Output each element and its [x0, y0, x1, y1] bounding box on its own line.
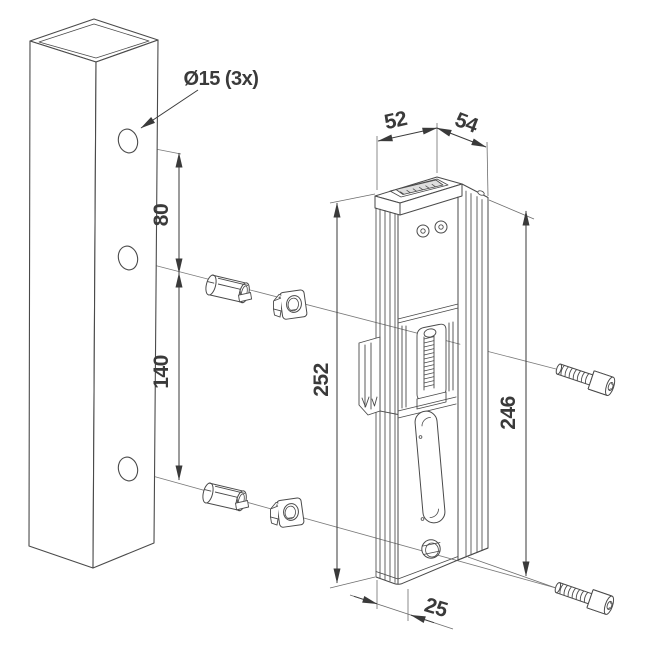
dim-line-54 — [436, 127, 487, 148]
hole-callout-leader — [140, 89, 199, 129]
hole-diameter-callout: Ø15 (3x) — [184, 68, 259, 90]
post-side-face — [92, 39, 159, 569]
assembly-centerlines — [137, 145, 557, 589]
dim-label-252: 252 — [310, 363, 333, 397]
spring — [423, 336, 435, 388]
post-hole-top — [117, 128, 139, 154]
fixing-hole-right — [434, 220, 448, 234]
post-hole-bottom — [117, 456, 139, 482]
centerline-hole-bottom — [137, 471, 557, 589]
dim-label-140: 140 — [150, 355, 173, 389]
fixing-hole-left — [416, 224, 430, 238]
bottom-fixing-hole — [421, 539, 441, 559]
keeper-lip — [358, 336, 381, 416]
gate-post — [28, 18, 159, 569]
dim-label-52: 52 — [382, 107, 409, 134]
dim-label-246: 246 — [497, 396, 520, 430]
fastener-set-lower — [200, 481, 305, 529]
screw-lower — [552, 577, 616, 616]
screw-upper — [553, 358, 618, 398]
post-top-inner — [38, 23, 150, 59]
latch-mechanism — [358, 321, 457, 419]
mounting-rail — [457, 183, 489, 561]
adjustment-slot — [414, 410, 446, 524]
dimension-labels: Ø15 (3x) 80 140 252 246 52 54 25 — [150, 68, 520, 622]
rail-top-hole — [477, 190, 485, 196]
centerline-hole-middle — [137, 260, 557, 370]
fastener-set-upper — [203, 273, 308, 321]
post-hole-middle — [117, 245, 139, 271]
lower-plate — [375, 410, 459, 585]
dim-arrow-25-left — [353, 595, 378, 605]
bottom-cap-edge — [375, 559, 459, 585]
post-front-face — [28, 40, 97, 569]
lock-top-cap — [374, 176, 463, 216]
dim-label-80: 80 — [150, 204, 173, 226]
dim-line-52 — [377, 127, 438, 142]
cap-vent-recess — [389, 178, 449, 198]
lock-body — [358, 176, 489, 585]
dim-label-54: 54 — [452, 108, 482, 138]
dimension-lines — [140, 89, 530, 624]
dim-label-25: 25 — [422, 594, 451, 623]
dim-arrow-25-right — [410, 614, 435, 624]
